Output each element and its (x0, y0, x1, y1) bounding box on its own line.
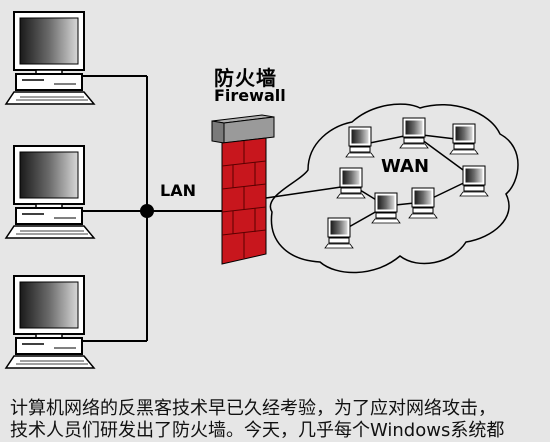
lan-label: LAN (160, 181, 196, 200)
wan-computer-2 (399, 117, 429, 149)
wan-computer-8 (324, 217, 354, 249)
wan-cloud (269, 103, 519, 274)
firewall-wall (211, 114, 275, 265)
caption-line-1: 计算机网络的反黑客技术早已久经考验，为了应对网络攻击， (10, 398, 496, 419)
lan-hub-node (140, 204, 154, 218)
caption-line-2: 技术人员们研发出了防火墙。今天，几乎每个Windows系统都 (10, 420, 505, 441)
wan-computer-4 (336, 167, 366, 199)
wan-computer-6 (371, 192, 401, 224)
wan-computer-7 (408, 187, 438, 219)
lan-computer-3 (5, 275, 95, 369)
caption-text: 计算机网络的反黑客技术早已久经考验，为了应对网络攻击， 技术人员们研发出了防火墙… (10, 398, 550, 442)
lan-wires (80, 75, 222, 342)
lan-computer-1 (5, 11, 95, 105)
firewall-wan-link (265, 185, 349, 199)
wan-computer-3 (449, 123, 479, 155)
wan-computer-5 (459, 165, 489, 197)
lan-computer-2 (5, 145, 95, 239)
firewall-title-cn: 防火墙 (214, 66, 277, 90)
firewall-title-en: Firewall (214, 86, 286, 105)
wan-label: WAN (381, 156, 430, 177)
wan-computer-1 (345, 126, 375, 158)
